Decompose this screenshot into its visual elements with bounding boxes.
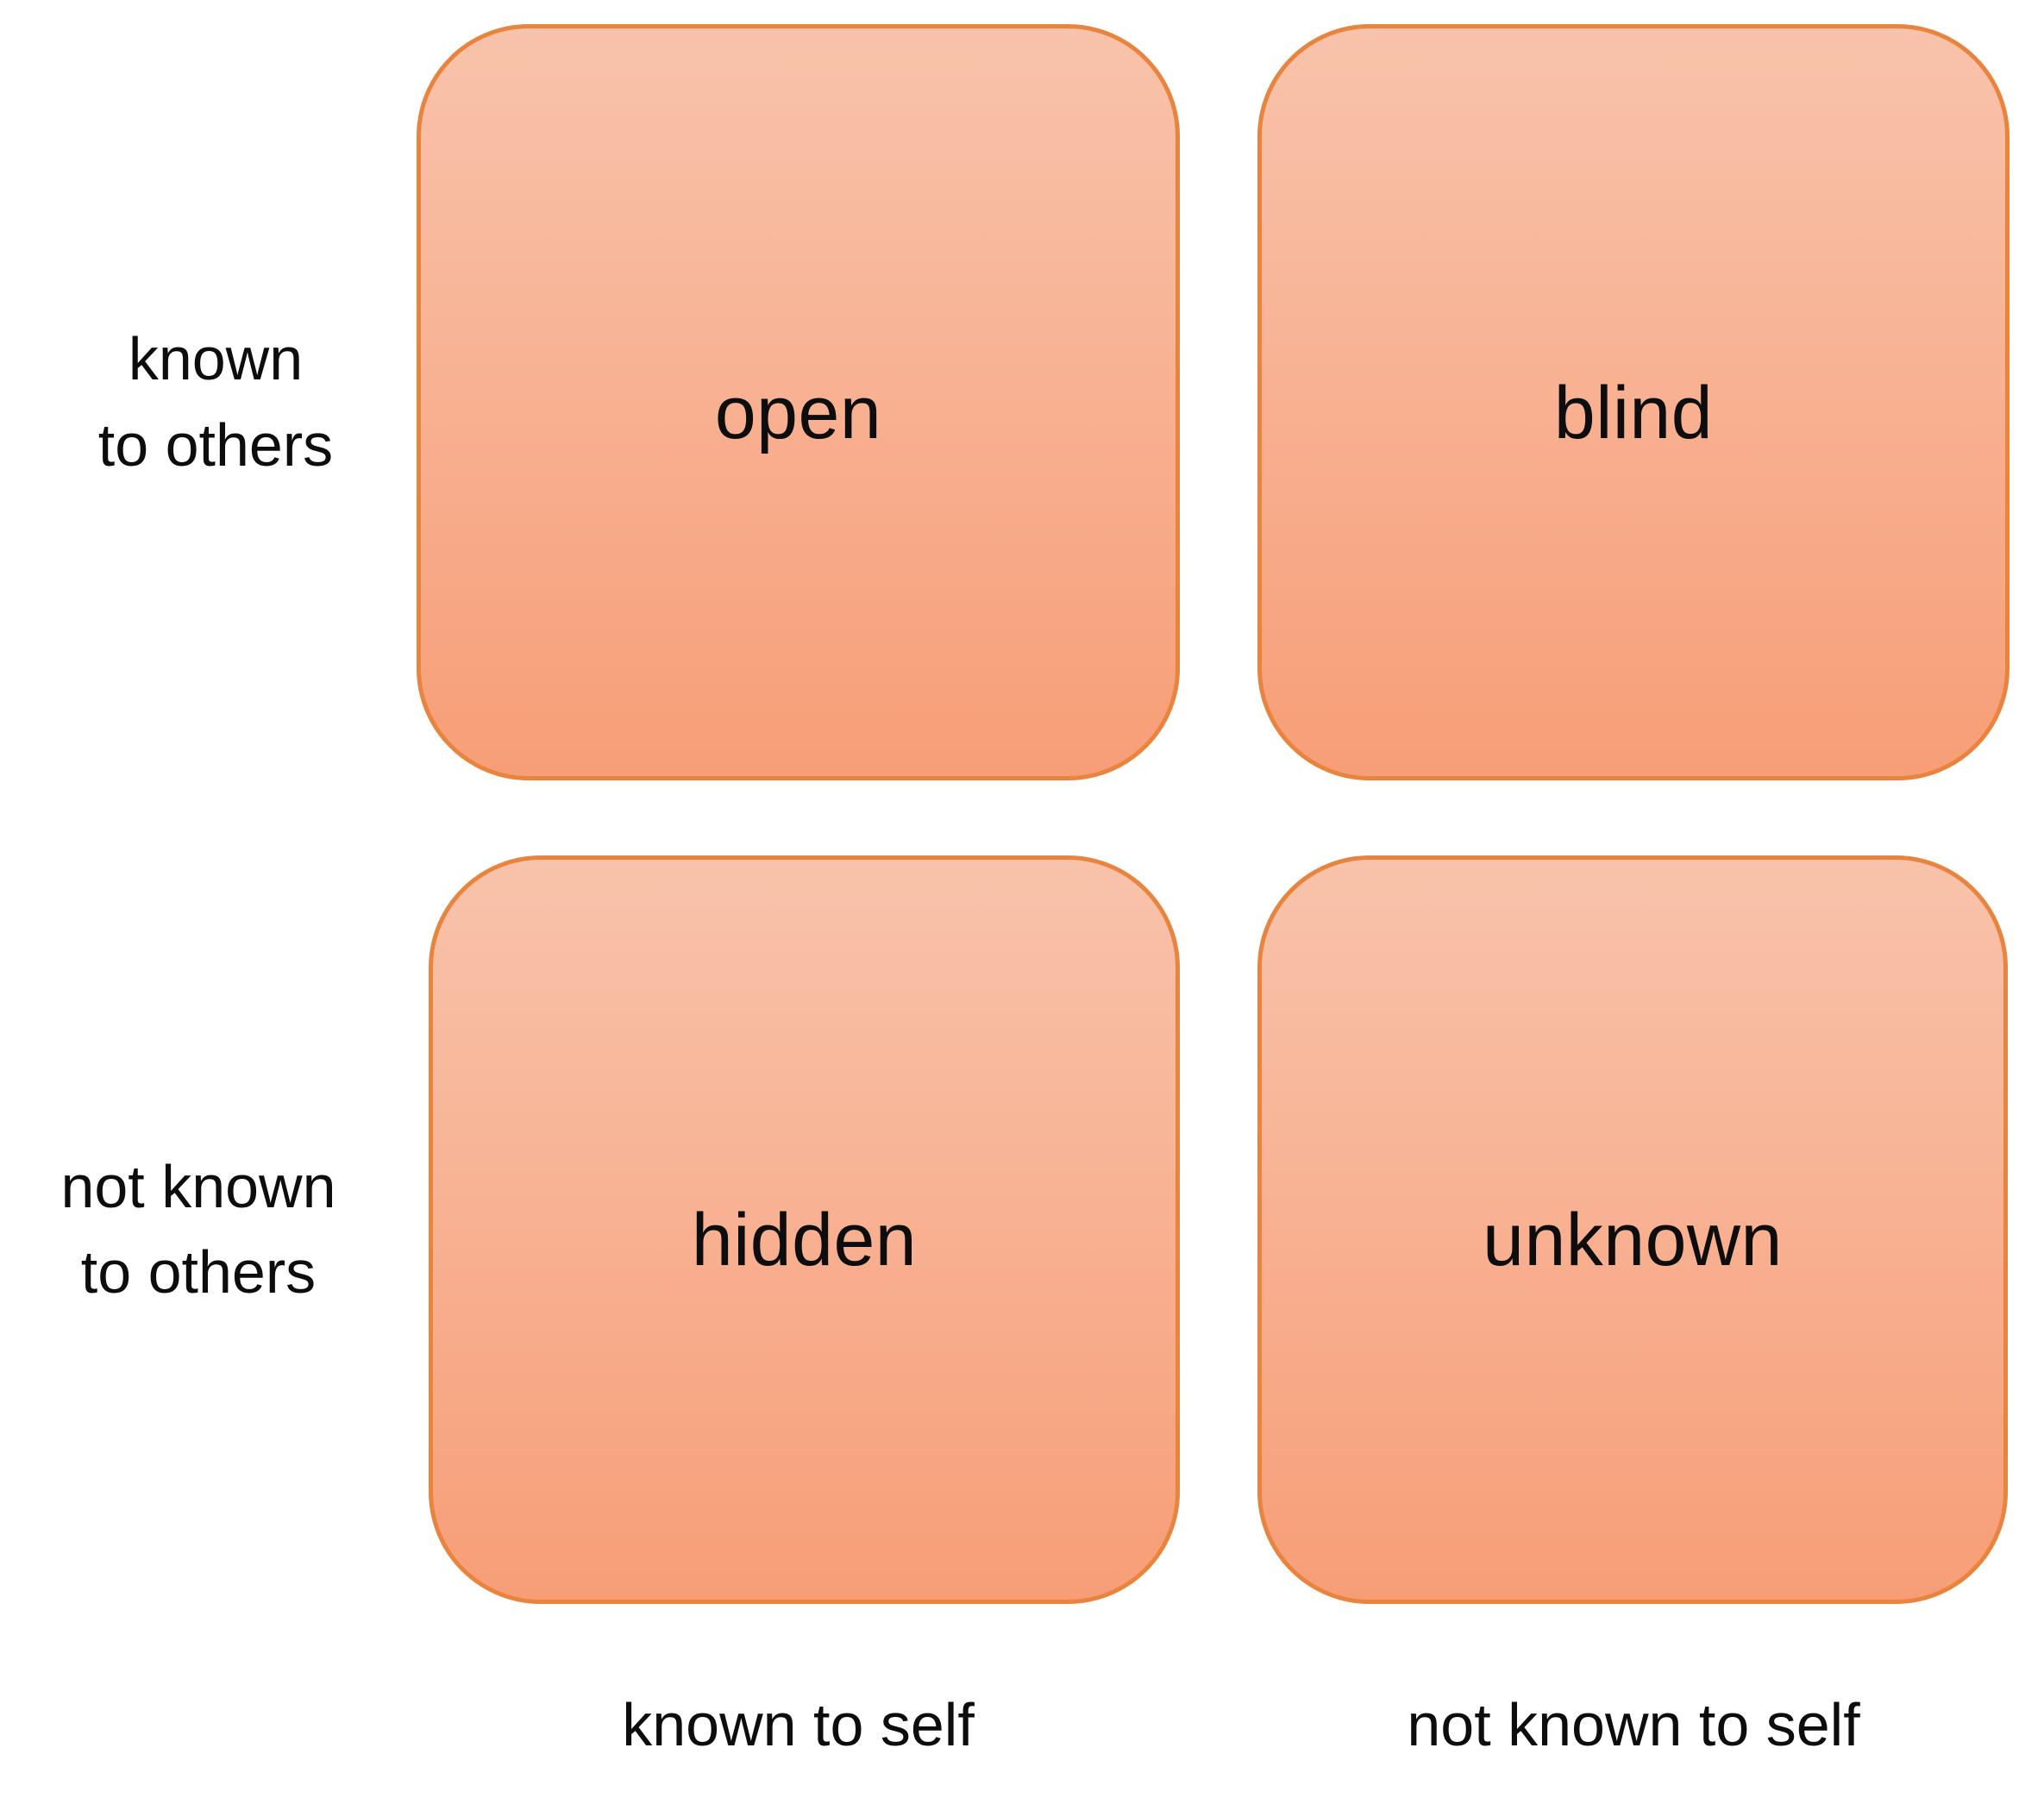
quadrant-open-label: open xyxy=(714,371,882,454)
col-label-not-known-to-self: not known to self xyxy=(1407,1691,1860,1758)
quadrant-unknown: unknown xyxy=(1257,855,2008,1604)
quadrant-hidden-label: hidden xyxy=(691,1199,918,1281)
row-label-not-known-to-others: not known to others xyxy=(60,1152,336,1306)
quadrant-open: open xyxy=(417,24,1180,780)
quadrant-unknown-label: unknown xyxy=(1483,1199,1783,1281)
quadrant-blind: blind xyxy=(1257,24,2010,780)
quadrant-hidden: hidden xyxy=(429,855,1180,1604)
col-label-known-to-self: known to self xyxy=(622,1691,975,1758)
quadrant-blind-label: blind xyxy=(1553,371,1714,454)
row-label-known-to-others: known to others xyxy=(97,325,334,479)
